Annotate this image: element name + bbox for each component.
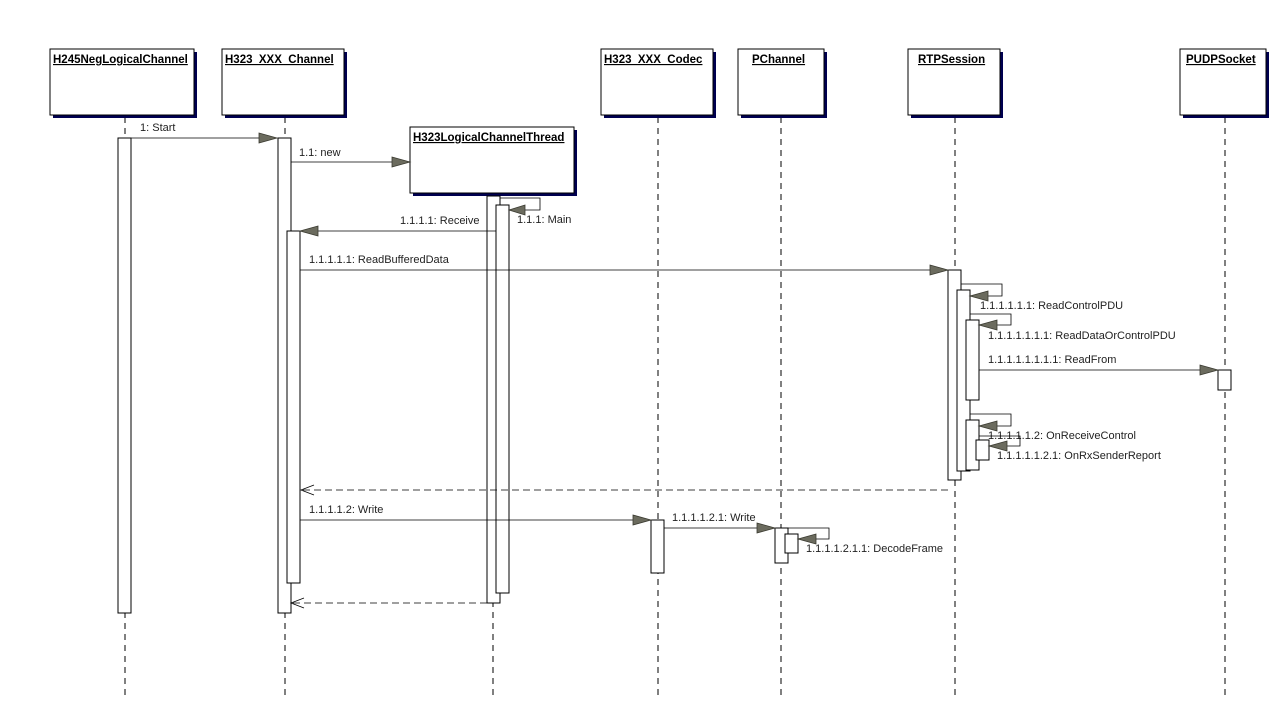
object-pchan: PChannel	[737, 48, 827, 118]
object-codec: H323_XXX_Codec	[600, 48, 716, 118]
message-start: 1: Start	[131, 122, 279, 144]
activation-udp	[1217, 369, 1232, 391]
message-label: 1: Start	[140, 122, 175, 134]
message-read-from: 1.1.1.1.1.1.1.1: ReadFrom	[979, 354, 1220, 376]
message-label: 1.1: new	[299, 147, 341, 159]
message-label: 1.1.1.1.2.1.1: DecodeFrame	[806, 543, 943, 555]
message-label: 1.1.1.1.1.1.1: ReadDataOrControlPDU	[988, 330, 1176, 342]
object-label: PUDPSocket	[1186, 54, 1256, 66]
message-label: 1.1.1.1: Receive	[400, 215, 480, 227]
message-label: 1.1.1: Main	[517, 214, 571, 226]
object-label: H323LogicalChannelThread	[413, 132, 564, 144]
activation-h245	[117, 137, 132, 614]
message-label: 1.1.1.1.2.1: Write	[672, 512, 756, 524]
activation-thread-2	[495, 204, 510, 594]
return-read-buffered-data	[299, 484, 948, 496]
activation-rtp-5	[975, 439, 990, 461]
message-read-data-or-control-pdu: 1.1.1.1.1.1.1: ReadDataOrControlPDU	[970, 313, 1176, 342]
message-main: 1.1.1: Main	[500, 197, 571, 226]
message-write: 1.1.1.1.2: Write	[300, 504, 653, 526]
message-write-pchannel: 1.1.1.1.2.1: Write	[664, 512, 777, 534]
message-new: 1.1: new	[291, 147, 412, 168]
message-label: 1.1.1.1.1.2: OnReceiveControl	[988, 430, 1136, 442]
message-label: 1.1.1.1.2: Write	[309, 504, 383, 516]
message-label: 1.1.1.1.1.1: ReadControlPDU	[980, 300, 1123, 312]
return-main	[289, 597, 487, 609]
object-label: RTPSession	[918, 54, 985, 66]
message-label: 1.1.1.1.1.1.1.1: ReadFrom	[988, 354, 1116, 366]
message-label: 1.1.1.1.1: ReadBufferedData	[309, 254, 450, 266]
object-label: H323_XXX_Channel	[225, 54, 334, 66]
object-label: H245NegLogicalChannel	[53, 54, 188, 66]
object-label: PChannel	[752, 54, 805, 66]
activation-pchan-2	[784, 533, 799, 554]
object-label: H323_XXX_Codec	[604, 54, 703, 66]
message-label: 1.1.1.1.1.2.1: OnRxSenderReport	[997, 450, 1161, 462]
activation-chan-2	[286, 230, 301, 584]
object-chan: H323_XXX_Channel	[221, 48, 347, 118]
activation-codec	[650, 519, 665, 574]
object-h245: H245NegLogicalChannel	[49, 48, 197, 118]
object-thread: H323LogicalChannelThread	[409, 126, 577, 196]
message-on-rx-sender-report: 1.1.1.1.1.2.1: OnRxSenderReport	[979, 435, 1161, 462]
object-udp: PUDPSocket	[1179, 48, 1269, 118]
object-rtp: RTPSession	[907, 48, 1003, 118]
message-decode-frame: 1.1.1.1.2.1.1: DecodeFrame	[788, 527, 943, 555]
message-read-buffered-data: 1.1.1.1.1: ReadBufferedData	[300, 254, 950, 276]
message-on-receive-control: 1.1.1.1.1.2: OnReceiveControl	[970, 413, 1136, 442]
message-receive: 1.1.1.1: Receive	[298, 215, 496, 237]
activation-rtp-3	[965, 319, 980, 401]
message-read-control-pdu: 1.1.1.1.1.1: ReadControlPDU	[961, 283, 1123, 312]
